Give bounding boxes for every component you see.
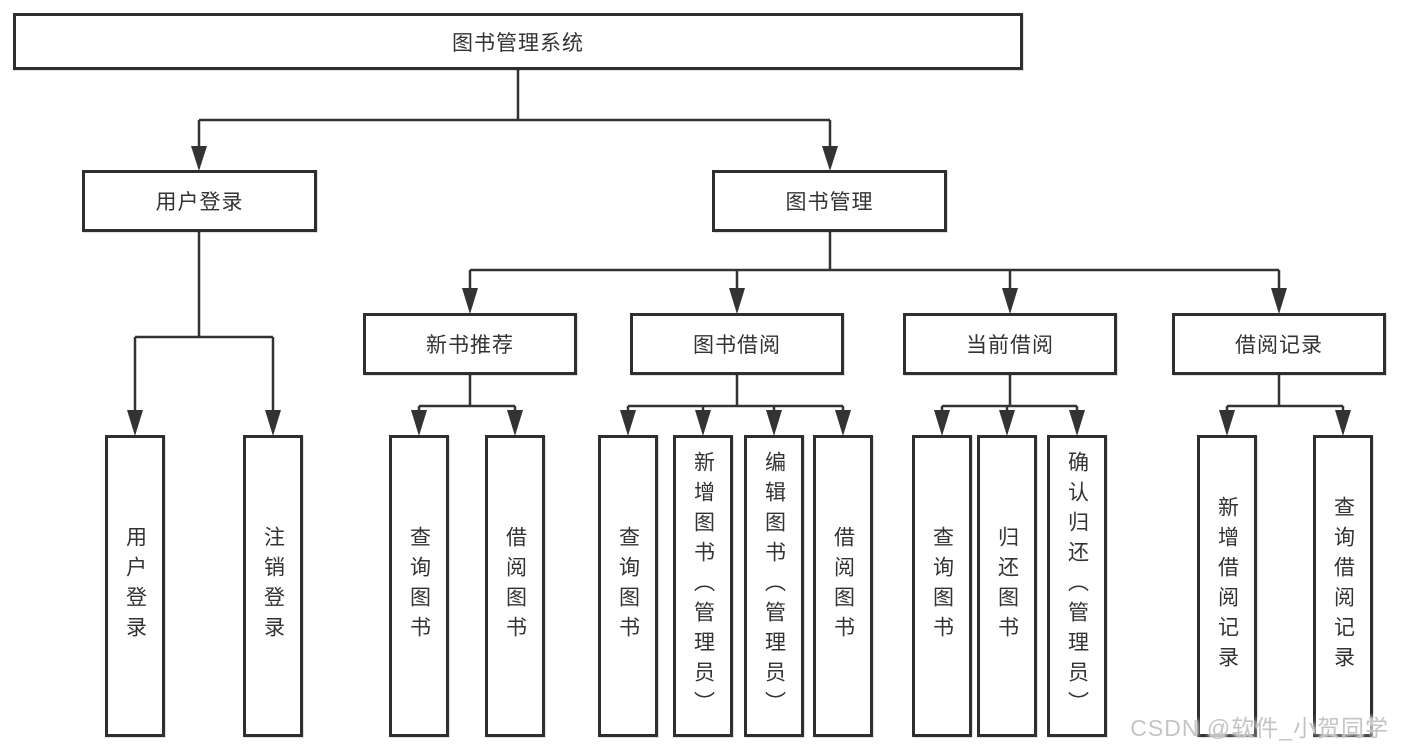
node-root: 图书管理系统: [13, 13, 1023, 70]
leaf-borrowing-query-book: 查询图书: [598, 435, 658, 737]
leaf-current-query-book-label: 查询图书: [930, 526, 954, 646]
node-book-management: 图书管理: [712, 170, 947, 232]
node-book-borrowing-label: 图书借阅: [693, 334, 781, 357]
node-current-borrowing-label: 当前借阅: [966, 334, 1054, 357]
leaf-user-login: 用户登录: [105, 435, 165, 737]
node-book-borrowing: 图书借阅: [630, 313, 844, 375]
leaf-logout: 注销登录: [243, 435, 303, 737]
leaf-current-return-book-label: 归还图书: [995, 526, 1019, 646]
node-user-login: 用户登录: [82, 170, 317, 232]
leaf-borrowing-edit-book-admin: 编辑图书（管理员）: [744, 435, 804, 737]
leaf-newbooks-borrow-book: 借阅图书: [485, 435, 545, 737]
node-new-book-recommend-label: 新书推荐: [426, 334, 514, 357]
leaf-current-confirm-return-admin-label: 确认归还（管理员）: [1065, 451, 1089, 721]
leaf-current-return-book: 归还图书: [977, 435, 1037, 737]
leaf-newbooks-query-book: 查询图书: [389, 435, 449, 737]
node-new-book-recommend: 新书推荐: [363, 313, 577, 375]
node-borrowing-records: 借阅记录: [1172, 313, 1386, 375]
leaf-records-query-record: 查询借阅记录: [1313, 435, 1373, 737]
leaf-current-confirm-return-admin: 确认归还（管理员）: [1047, 435, 1107, 737]
node-current-borrowing: 当前借阅: [903, 313, 1117, 375]
leaf-borrowing-edit-book-admin-label: 编辑图书（管理员）: [762, 451, 786, 721]
leaf-borrowing-add-book-admin-label: 新增图书（管理员）: [691, 451, 715, 721]
leaf-borrowing-borrow-book-label: 借阅图书: [831, 526, 855, 646]
leaf-newbooks-borrow-book-label: 借阅图书: [503, 526, 527, 646]
leaf-current-query-book: 查询图书: [912, 435, 972, 737]
node-root-label: 图书管理系统: [452, 31, 584, 55]
node-user-login-label: 用户登录: [155, 191, 244, 214]
leaf-records-query-record-label: 查询借阅记录: [1331, 496, 1355, 676]
leaf-logout-label: 注销登录: [261, 526, 285, 646]
node-borrowing-records-label: 借阅记录: [1235, 334, 1323, 357]
leaf-newbooks-query-book-label: 查询图书: [407, 526, 431, 646]
leaf-borrowing-query-book-label: 查询图书: [616, 526, 640, 646]
leaf-user-login-label: 用户登录: [123, 526, 147, 646]
node-book-management-label: 图书管理: [785, 191, 874, 214]
leaf-borrowing-borrow-book: 借阅图书: [813, 435, 873, 737]
leaf-records-add-record: 新增借阅记录: [1197, 435, 1257, 737]
leaf-records-add-record-label: 新增借阅记录: [1215, 496, 1239, 676]
csdn-watermark: CSDN @软件_小贺同学: [1130, 715, 1389, 741]
leaf-borrowing-add-book-admin: 新增图书（管理员）: [673, 435, 733, 737]
